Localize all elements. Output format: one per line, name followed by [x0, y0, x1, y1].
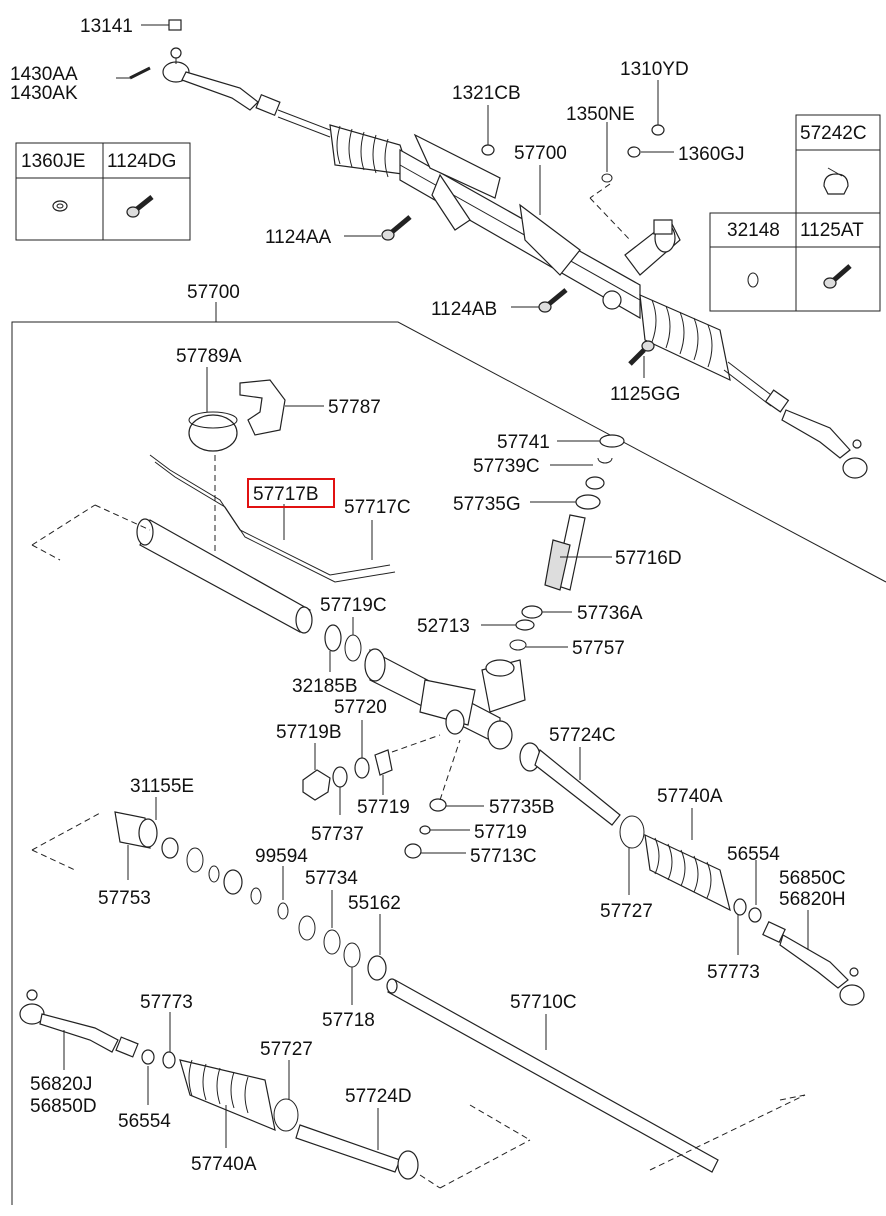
- gear-housing: [364, 648, 526, 750]
- label-1310YD[interactable]: 1310YD: [620, 59, 689, 80]
- label-57741[interactable]: 57741: [497, 432, 550, 453]
- nut-13141: [168, 19, 182, 31]
- label-57718[interactable]: 57718: [322, 1010, 375, 1031]
- label-32185B[interactable]: 32185B: [292, 676, 358, 697]
- label-57727-left[interactable]: 57727: [260, 1039, 313, 1060]
- label-1125AT[interactable]: 1125AT: [800, 220, 864, 241]
- label-31155E[interactable]: 31155E: [130, 776, 194, 797]
- label-57717B[interactable]: 57717B: [253, 484, 319, 505]
- bolt-1124AB: [538, 288, 568, 313]
- label-57717C[interactable]: 57717C: [344, 497, 411, 518]
- label-56554-left[interactable]: 56554: [118, 1111, 171, 1132]
- label-57710C[interactable]: 57710C: [510, 992, 577, 1013]
- seals-left-stack: [31, 811, 387, 981]
- label-1350NE[interactable]: 1350NE: [566, 104, 635, 125]
- label-1125GG[interactable]: 1125GG: [610, 384, 680, 405]
- label-57724C[interactable]: 57724C: [549, 725, 616, 746]
- label-57700-frame[interactable]: 57700: [187, 282, 240, 303]
- leader-lines: [63, 24, 809, 1150]
- washer-1350NE: [589, 173, 631, 241]
- clip-icon-57242C: [823, 167, 849, 195]
- bracket-57787: [239, 379, 286, 436]
- label-57713C[interactable]: 57713C: [470, 846, 537, 867]
- label-13141[interactable]: 13141: [80, 16, 133, 37]
- plug-parts-57719B-57720: [302, 734, 441, 801]
- nut-1310YD: [651, 124, 665, 136]
- bushing-57789A: [188, 411, 238, 452]
- boot-right-57740A: [619, 815, 762, 923]
- label-1124AA[interactable]: 1124AA: [265, 227, 332, 248]
- nut-1321CB: [481, 144, 495, 156]
- label-57727-right[interactable]: 57727: [600, 901, 653, 922]
- label-57719-b[interactable]: 57719: [474, 822, 527, 843]
- label-56820H[interactable]: 56820H: [779, 889, 846, 910]
- cylinder-tube: [31, 504, 313, 634]
- bolt-1124AA: [381, 215, 412, 241]
- pinion-stack: [509, 434, 625, 651]
- box-1360JE-1124DG: [15, 142, 191, 241]
- highlight-57717B: [247, 478, 335, 508]
- label-57773-left[interactable]: 57773: [140, 992, 193, 1013]
- label-57787[interactable]: 57787: [328, 397, 381, 418]
- label-57789A[interactable]: 57789A: [176, 346, 242, 367]
- label-99594[interactable]: 99594: [255, 846, 308, 867]
- label-57700-top[interactable]: 57700: [514, 143, 567, 164]
- label-57740A-left[interactable]: 57740A: [191, 1154, 257, 1175]
- bolt-icon-1125AT: [823, 264, 852, 289]
- label-57719-a[interactable]: 57719: [357, 797, 410, 818]
- bolt-1125GG: [628, 340, 655, 366]
- label-57735G[interactable]: 57735G: [453, 494, 521, 515]
- label-55162[interactable]: 55162: [348, 893, 401, 914]
- label-57753[interactable]: 57753: [98, 888, 151, 909]
- label-56554-right[interactable]: 56554: [727, 844, 780, 865]
- label-57719B[interactable]: 57719B: [276, 722, 342, 743]
- label-57773-right[interactable]: 57773: [707, 962, 760, 983]
- label-56850D[interactable]: 56850D: [30, 1096, 97, 1117]
- oring-icon-32148: [747, 272, 759, 288]
- label-1430AK[interactable]: 1430AK: [10, 83, 78, 104]
- label-1321CB[interactable]: 1321CB: [452, 83, 521, 104]
- label-57739C[interactable]: 57739C: [473, 456, 540, 477]
- nut-icon-1360JE: [52, 200, 68, 212]
- inner-rod-right-57724C: [519, 742, 621, 826]
- box-32148-1125AT: [709, 212, 881, 312]
- label-57757[interactable]: 57757: [572, 638, 625, 659]
- label-57740A-right[interactable]: 57740A: [657, 786, 723, 807]
- bolt-icon-1124DG: [126, 195, 154, 218]
- part-labels: 13141 1430AA 1430AK 1321CB 1310YD 1350NE…: [10, 16, 867, 1175]
- label-1360JE[interactable]: 1360JE: [21, 151, 85, 172]
- label-57724D[interactable]: 57724D: [345, 1086, 412, 1107]
- pipes-57717B-57717C: [149, 454, 396, 583]
- rack-bar-57710C: [386, 978, 806, 1173]
- tie-rod-end-right-56850C: [762, 921, 865, 1006]
- nut-1360GJ: [627, 146, 641, 158]
- upper-gear-assembly: [162, 47, 868, 479]
- label-56850C[interactable]: 56850C: [779, 868, 846, 889]
- label-32148[interactable]: 32148: [727, 220, 780, 241]
- label-52713[interactable]: 52713: [417, 616, 470, 637]
- tie-rod-end-left-56820J: [19, 989, 176, 1069]
- label-57716D[interactable]: 57716D: [615, 548, 682, 569]
- label-57242C[interactable]: 57242C: [800, 123, 867, 144]
- label-1124DG[interactable]: 1124DG: [107, 151, 176, 172]
- boot-left-57740A: [179, 1059, 299, 1132]
- label-57736A[interactable]: 57736A: [577, 603, 643, 624]
- inner-rod-left-57724D: [295, 1104, 531, 1189]
- label-57735B[interactable]: 57735B: [489, 797, 555, 818]
- seal-32185B: [324, 624, 342, 652]
- small-nuts-57735B-57713C: [404, 739, 461, 859]
- main-frame: [11, 321, 886, 1205]
- label-1124AB[interactable]: 1124AB: [431, 299, 497, 320]
- label-1360GJ[interactable]: 1360GJ: [678, 144, 745, 165]
- label-56820J[interactable]: 56820J: [30, 1074, 92, 1095]
- ring-57719C: [344, 634, 362, 662]
- label-57737[interactable]: 57737: [311, 824, 364, 845]
- label-57719C[interactable]: 57719C: [320, 595, 387, 616]
- label-57720[interactable]: 57720: [334, 697, 387, 718]
- label-1430AA[interactable]: 1430AA: [10, 64, 78, 85]
- label-57734[interactable]: 57734: [305, 868, 358, 889]
- bolt-1430AA: [129, 66, 151, 80]
